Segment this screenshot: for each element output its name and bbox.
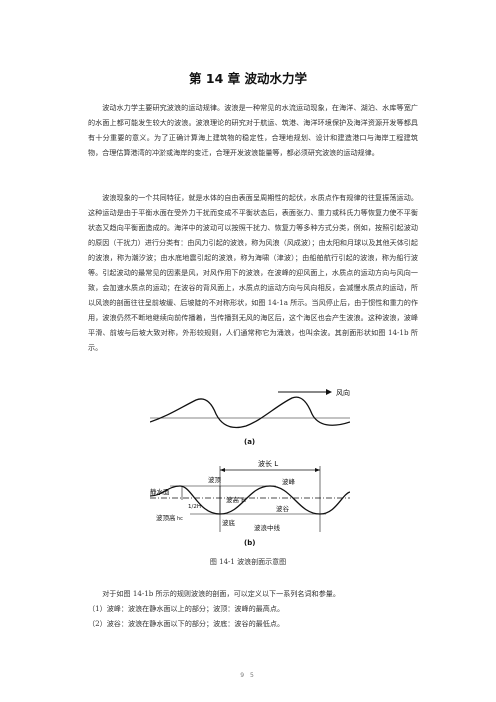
- definitions-intro: 对于如图 14-1b 所示的规则波浪的剖面，可以定义以下一系列名词和参量。: [102, 589, 340, 598]
- panel-b: 波长 L 波顶 波峰 静水面 波高 H 1/2H 波谷 波底 波浪中线 波顶高 …: [150, 459, 350, 547]
- height-label: 波高 H: [226, 495, 246, 504]
- wave-axis-label: 波浪中线: [254, 523, 281, 532]
- still-water-label: 静水面: [150, 487, 170, 496]
- trough-label: 波谷: [276, 504, 290, 513]
- wavelength-label: 波长 L: [258, 459, 278, 468]
- panel-b-label: (b): [244, 539, 255, 547]
- definition-item: （1）波峰：波浪在静水面以上的部分；波顶：波峰的最高点。: [88, 604, 285, 613]
- crest-height-label: 波顶高: [156, 513, 176, 522]
- paragraph-intro: 波动水力学主要研究波浪的运动规律。波浪是一种常见的水流运动现象，在海洋、湖泊、水…: [88, 103, 418, 157]
- wind-arrowhead-icon: [326, 389, 332, 395]
- amplitude-label: 1/2H: [188, 504, 201, 510]
- panel-a-label: (a): [244, 438, 255, 446]
- wind-label: 风向: [336, 388, 350, 397]
- chapter-title: 第 14 章 波动水力学: [189, 71, 307, 86]
- crest-line-label: 波峰: [282, 477, 296, 486]
- crest-height-sub: hc: [177, 516, 183, 522]
- paragraph-wave-features: 波浪现象的一个共同特征，就是水体的自由表面呈周期性的起伏，水质点作有规律的往复振…: [88, 193, 418, 277]
- trough-bottom-label: 波底: [222, 518, 236, 527]
- figure-caption: 图 14-1 波浪剖面示意图: [209, 558, 287, 566]
- paragraph-wind-waves: 引起波动的最常见的因素是风，对风作用下的波浪，在波峰的迎风面上，水质点的运动方向…: [88, 268, 418, 352]
- panel-a: 风向 (a): [150, 388, 350, 446]
- page-number: 9 5: [240, 672, 256, 679]
- definition-item: （2）波谷：波浪在静水面以下的部分；波底：波谷的最低点。: [88, 619, 285, 628]
- wave-profile-figure: 风向 (a) 波长 L 波顶 波峰: [150, 388, 350, 547]
- wind-wave-profile: [150, 396, 350, 429]
- crest-label: 波顶: [208, 475, 222, 484]
